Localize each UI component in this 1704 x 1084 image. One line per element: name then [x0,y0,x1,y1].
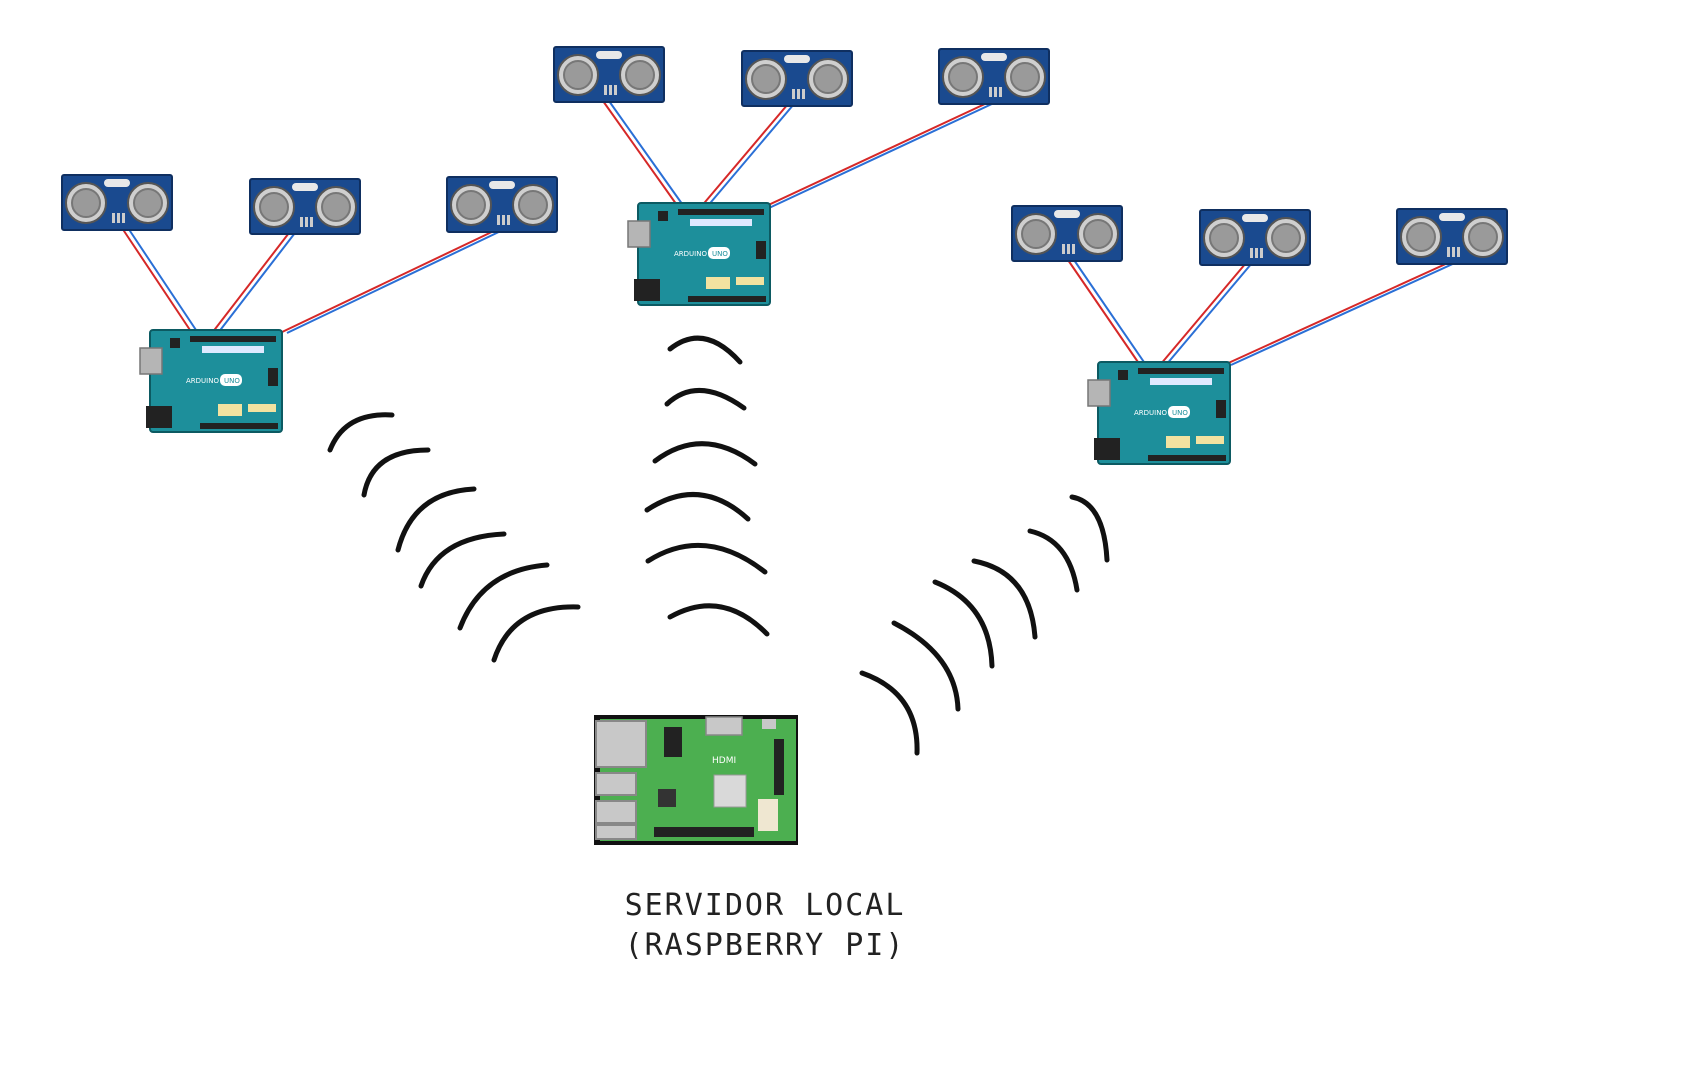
wireless-waves-left [327,412,581,663]
caption-line-1: SERVIDOR LOCAL [624,888,906,923]
ultrasonic-sensor [1396,208,1508,265]
ultrasonic-sensor [61,174,173,231]
hdmi-label: HDMI [712,756,736,766]
ultrasonic-sensor [938,48,1050,105]
arduino-board [627,202,771,306]
wires-right [1067,259,1458,366]
ultrasonic-sensor [553,46,665,103]
arduino-board [1087,361,1231,465]
ultrasonic-sensor [446,176,558,233]
wireless-waves-center [644,335,770,637]
node-top [553,46,1050,306]
ultrasonic-sensor [741,50,853,107]
wires-top [602,100,995,209]
raspberry-pi-board: HDMI [594,715,798,845]
wireless-waves-right [859,494,1110,756]
wires-left [121,227,506,334]
ultrasonic-sensor [1011,205,1123,262]
node-left [61,174,558,433]
node-right [1011,205,1508,465]
arduino-board [139,329,283,433]
ultrasonic-sensor [249,178,361,235]
ultrasonic-sensor [1199,209,1311,266]
caption-line-2: (RASPBERRY PI) [624,928,906,963]
